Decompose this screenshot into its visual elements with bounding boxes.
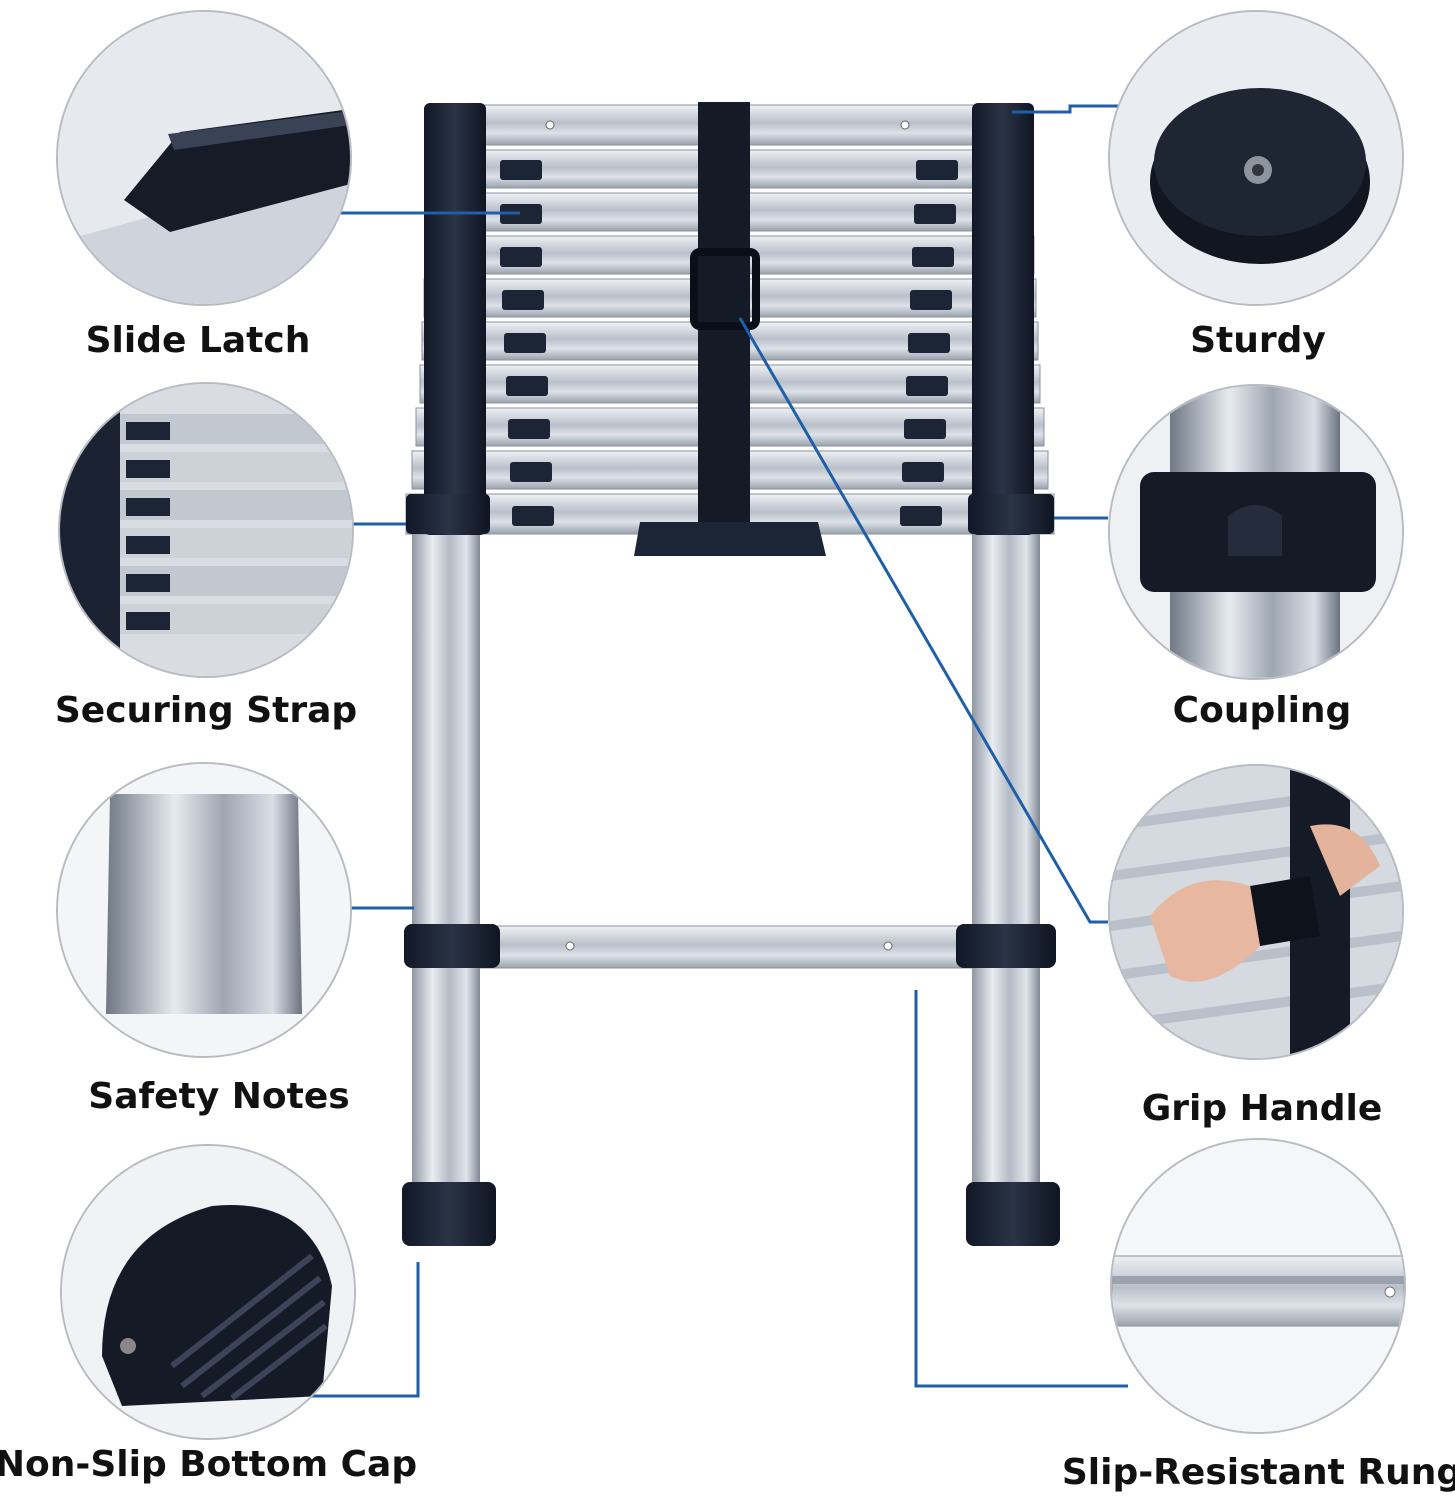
left-leg [412,530,480,1210]
coupling-detail-image [1108,384,1404,680]
foot-caps [402,1182,1060,1246]
securing-strap-detail-image [58,382,354,678]
grip-handle-label: Grip Handle [1141,1088,1383,1129]
right-leg [972,530,1040,1210]
slide-latch-detail-image [56,10,352,306]
safety-notes-label: Safety Notes [88,1076,350,1117]
non-slip-bottom-cap-detail-image [60,1144,356,1440]
callout-lines [300,104,1128,1398]
bottom-rung [404,924,1056,969]
safety-notes-detail-image [56,762,352,1058]
slip-resistant-rung-label: Slip-Resistant Rung [1061,1452,1455,1493]
grip-handle-detail-image [1108,764,1404,1060]
sturdy-detail-image [1108,10,1404,306]
slip-resistant-rung-detail-image [1110,1138,1406,1434]
non-slip-bottom-cap-label: Non-Slip Bottom Cap [0,1444,418,1485]
slide-latch-label: Slide Latch [85,320,311,361]
sturdy-label: Sturdy [1190,320,1326,361]
coupling-label: Coupling [1172,690,1352,731]
securing-strap-label: Securing Strap [54,690,358,731]
